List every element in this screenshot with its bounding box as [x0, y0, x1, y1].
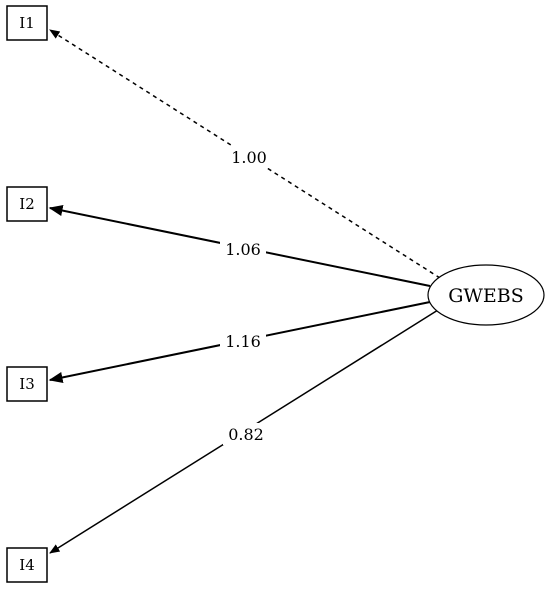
path-gwebs-i1 — [49, 29, 441, 279]
loading-value: 1.16 — [225, 332, 261, 351]
indicator-box-i3: I3 — [6, 366, 48, 402]
indicator-label: I2 — [19, 195, 34, 213]
loading-label-i1: 1.00 — [226, 146, 272, 168]
loading-label-i3: 1.16 — [220, 330, 266, 352]
indicator-label: I4 — [19, 556, 34, 574]
latent-label: GWEBS — [448, 285, 524, 307]
indicator-box-i2: I2 — [6, 186, 48, 222]
loading-value: 0.82 — [228, 425, 264, 444]
loading-label-i2: 1.06 — [220, 238, 266, 260]
loading-label-i4: 0.82 — [223, 423, 269, 445]
indicator-box-i4: I4 — [6, 547, 48, 583]
loading-value: 1.00 — [231, 148, 267, 167]
indicator-label: I3 — [19, 375, 34, 393]
indicator-label: I1 — [19, 14, 34, 32]
indicator-box-i1: I1 — [6, 5, 48, 41]
latent-variable-gwebs: GWEBS — [427, 264, 545, 326]
loading-value: 1.06 — [225, 240, 261, 259]
